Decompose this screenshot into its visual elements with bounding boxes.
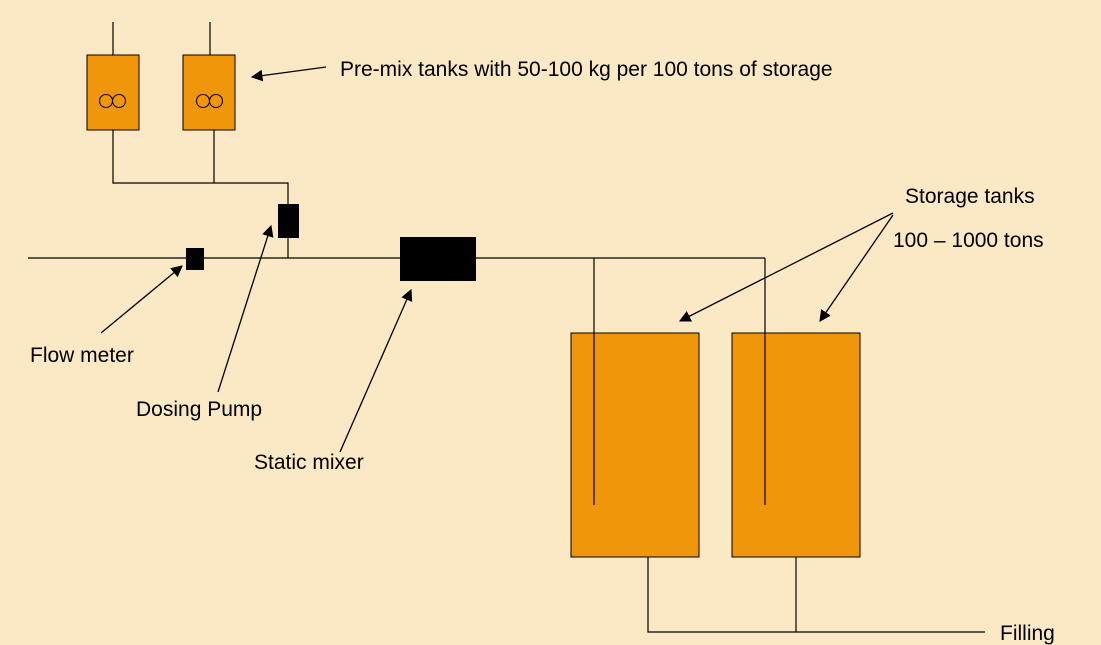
storage-capacity-label: 100 – 1000 tons	[893, 229, 1044, 252]
flow-meter	[186, 248, 204, 270]
filling-line	[647, 557, 985, 633]
arrow-flow-meter	[100, 265, 183, 334]
filling-label: Filling	[1000, 622, 1055, 645]
storage-tank-2	[731, 332, 861, 558]
arrow-premix	[250, 66, 327, 82]
premix-outlet-pipe-1	[112, 130, 289, 205]
storage-tank-1	[570, 332, 700, 558]
arrow-static-mixer	[339, 288, 413, 453]
arrow-dosing-pump	[217, 224, 274, 393]
flow-meter-label: Flow meter	[30, 344, 134, 367]
agitator-impeller-icon	[195, 93, 224, 109]
premix-tank-1	[86, 54, 140, 131]
arrow-storage-tank-2	[819, 214, 894, 322]
dosing-pump-label: Dosing Pump	[136, 398, 262, 421]
static-mixer-label: Static mixer	[254, 451, 364, 474]
static-mixer	[400, 237, 476, 281]
premix-label: Pre-mix tanks with 50-100 kg per 100 ton…	[340, 58, 833, 81]
callout-arrows	[100, 66, 894, 453]
storage-tanks-label: Storage tanks	[905, 185, 1035, 208]
arrow-storage-tank-1	[678, 212, 894, 322]
premix-tank-2	[182, 54, 236, 131]
agitator-impeller-icon	[98, 93, 127, 109]
dosing-pump	[278, 204, 299, 238]
